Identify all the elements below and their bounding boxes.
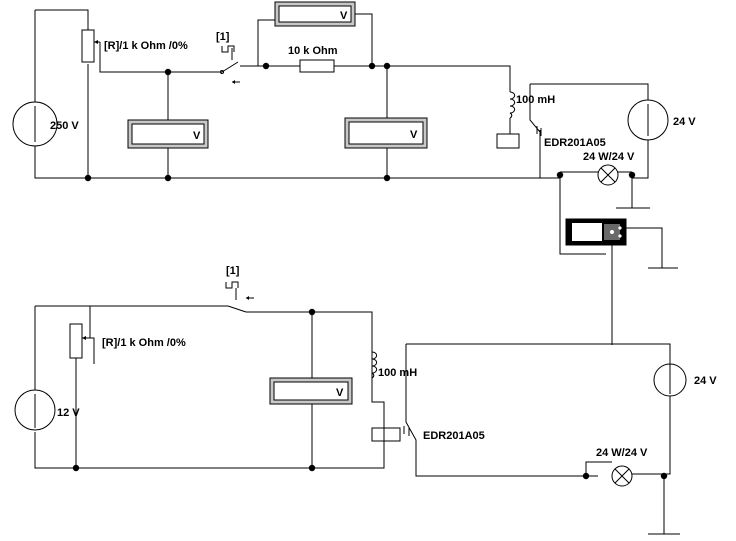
dc-voltage-source-icon xyxy=(12,101,58,147)
voltmeter-icon: V xyxy=(269,377,353,405)
top-lamp-label: 24 W/24 V xyxy=(583,151,635,163)
top-circuit: 250 V [R]/1 k Ohm /0% [1] 10 k Ohm V xyxy=(12,1,696,345)
voltmeter-icon: V xyxy=(127,119,209,149)
top-voltmeter1-unit: V xyxy=(340,10,348,22)
top-switch[interactable] xyxy=(220,45,241,84)
dc-voltage-source-icon xyxy=(627,99,669,141)
bottom-voltmeter-unit: V xyxy=(336,387,344,399)
inductor xyxy=(509,91,516,119)
oscilloscope-icon[interactable] xyxy=(565,218,627,246)
top-source-label: 250 V xyxy=(50,120,79,132)
inductor xyxy=(371,351,378,379)
bottom-source-label: 12 V xyxy=(57,407,80,419)
bottom-inductor-label: 100 mH xyxy=(378,367,417,379)
dc-voltage-source-icon xyxy=(653,363,687,397)
top-voltmeter2-unit: V xyxy=(193,130,201,142)
relay-coil xyxy=(371,427,401,442)
lamp-icon xyxy=(611,465,633,487)
resistor xyxy=(299,59,335,73)
potentiometer[interactable] xyxy=(81,29,100,63)
voltmeter-icon: V xyxy=(344,117,428,149)
bottom-switch[interactable] xyxy=(225,281,254,313)
top-potentiometer-label: [R]/1 k Ohm /0% xyxy=(104,40,188,52)
top-voltmeter3-unit: V xyxy=(410,129,418,141)
bottom-lamp-label: 24 W/24 V xyxy=(596,447,648,459)
bottom-potentiometer-label: [R]/1 k Ohm /0% xyxy=(102,337,186,349)
lamp-icon xyxy=(597,164,619,186)
potentiometer[interactable] xyxy=(69,323,95,364)
bottom-supply-label: 24 V xyxy=(694,375,717,387)
dc-voltage-source-icon xyxy=(14,389,56,431)
top-switch-key-label: [1] xyxy=(216,31,230,43)
relay-coil xyxy=(496,133,520,149)
voltmeter-icon: V xyxy=(274,1,356,27)
bottom-relay-label: EDR201A05 xyxy=(423,430,485,442)
top-resistor-label: 10 k Ohm xyxy=(288,45,338,57)
bottom-switch-key-label: [1] xyxy=(226,265,240,277)
top-inductor-label: 100 mH xyxy=(516,94,555,106)
bottom-circuit: 12 V [R]/1 k Ohm /0% [1] V 100 mH xyxy=(14,265,717,535)
top-supply-label: 24 V xyxy=(673,116,696,128)
top-relay-label: EDR201A05 xyxy=(544,137,606,149)
